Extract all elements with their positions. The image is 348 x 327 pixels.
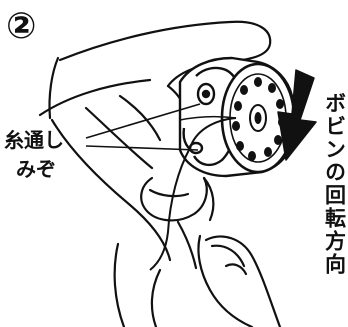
rotation-arrow-icon xyxy=(277,69,317,161)
thread-groove-label-line1: 糸通し xyxy=(4,128,64,152)
groove-pointer-lines xyxy=(85,103,201,151)
thread-groove-label-line2: みぞ xyxy=(16,159,56,181)
lower-hand-drawing xyxy=(113,176,282,327)
thread-line xyxy=(149,117,237,271)
step-number: ② xyxy=(6,5,36,46)
rotation-direction-label: ボビンの回転方向 xyxy=(323,92,347,276)
